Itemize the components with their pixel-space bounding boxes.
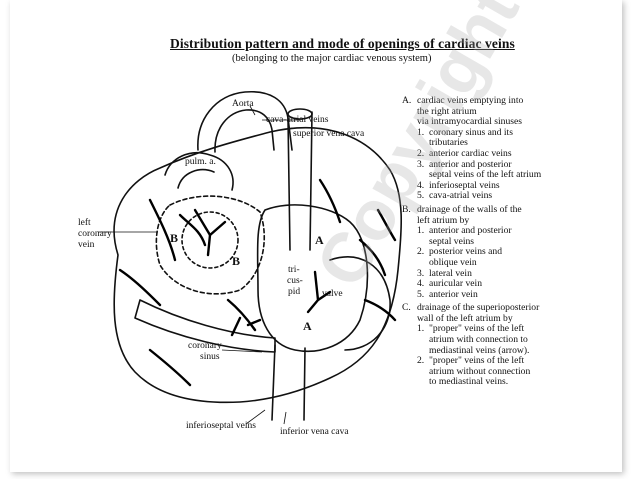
label-tricuspid-2: cus- — [287, 276, 303, 286]
legend-item: 3.lateral vein — [417, 267, 472, 279]
label-left-coronary-2: coronary — [78, 229, 112, 239]
legend-item: 5.cava-atrial veins — [417, 190, 493, 202]
superior-vena-cava — [287, 111, 313, 251]
legend-item: 1.anterior and posterior septal veins — [417, 225, 512, 247]
legend-item: 2.posterior veins and oblique vein — [417, 246, 503, 268]
legend-item: 1."proper" veins of the left atrium with… — [417, 323, 530, 356]
vein-left-2 — [148, 198, 177, 262]
legend-letter: B. — [402, 203, 411, 215]
label-tricuspid-3: pid — [288, 287, 300, 297]
label-left-coronary-3: vein — [78, 240, 95, 250]
label-coronary-sinus-2: sinus — [200, 352, 220, 362]
inferior-vena-cava — [271, 344, 306, 421]
legend-letter: C. — [402, 302, 411, 314]
legend-heading: drainage of the superioposterior wall of… — [417, 302, 540, 324]
marker-a-top: A — [315, 233, 324, 247]
label-tricuspid-1: tri- — [288, 265, 300, 275]
label-cava-atrial-veins: cava-atrial veins — [266, 115, 329, 125]
legend-item: 3.anterior and posterior septal veins of… — [417, 158, 542, 181]
vein-left-1 — [118, 268, 162, 307]
marker-a-bottom: A — [303, 319, 312, 333]
coronary-sinus-band — [134, 299, 276, 353]
label-pulm-a: pulm. a. — [185, 157, 216, 167]
legend-heading: drainage of the walls of the left atrium… — [417, 203, 522, 226]
aorta-outline — [197, 91, 293, 151]
legend-section-c: C. drainage of the superioposterior wall… — [402, 302, 617, 388]
legend: A. cardiac veins emptying into the right… — [402, 95, 617, 388]
marker-b-right: B — [232, 254, 240, 268]
legend-section-a: A. cardiac veins emptying into the right… — [402, 95, 617, 202]
legend-section-b: B. drainage of the walls of the left atr… — [402, 203, 617, 300]
page-title: Distribution pattern and mode of opening… — [170, 36, 515, 51]
label-left-coronary-1: left — [78, 217, 91, 228]
marker-b-left: B — [170, 231, 178, 245]
label-aorta: Aorta — [232, 99, 254, 109]
pulmonary-artery — [164, 151, 234, 191]
legend-item: 1.coronary sinus and its tributaries — [417, 126, 513, 149]
legend-letter: A. — [402, 95, 412, 106]
label-inferioseptal-veins: inferioseptal veins — [186, 420, 256, 431]
legend-item: 2."proper" veins of the left atrium with… — [417, 355, 531, 388]
label-valve: valve — [322, 289, 343, 299]
label-inferior-vena-cava: inferior vena cava — [280, 426, 349, 437]
legend-heading: cardiac veins emptying into the right at… — [417, 95, 524, 128]
label-superior-vena-cava: superior vena cava — [293, 129, 365, 139]
page-subtitle: (belonging to the major cardiac venous s… — [232, 53, 432, 64]
label-coronary-sinus-1: coronary — [188, 341, 222, 351]
legend-item: 2.anterior cardiac veins — [417, 147, 512, 159]
legend-item: 4.auricular vein — [417, 278, 483, 290]
legend-item: 4.inferioseptal veins — [417, 179, 500, 191]
slide-frame — [10, 0, 622, 472]
legend-item: 5.anterior vein — [417, 288, 478, 300]
